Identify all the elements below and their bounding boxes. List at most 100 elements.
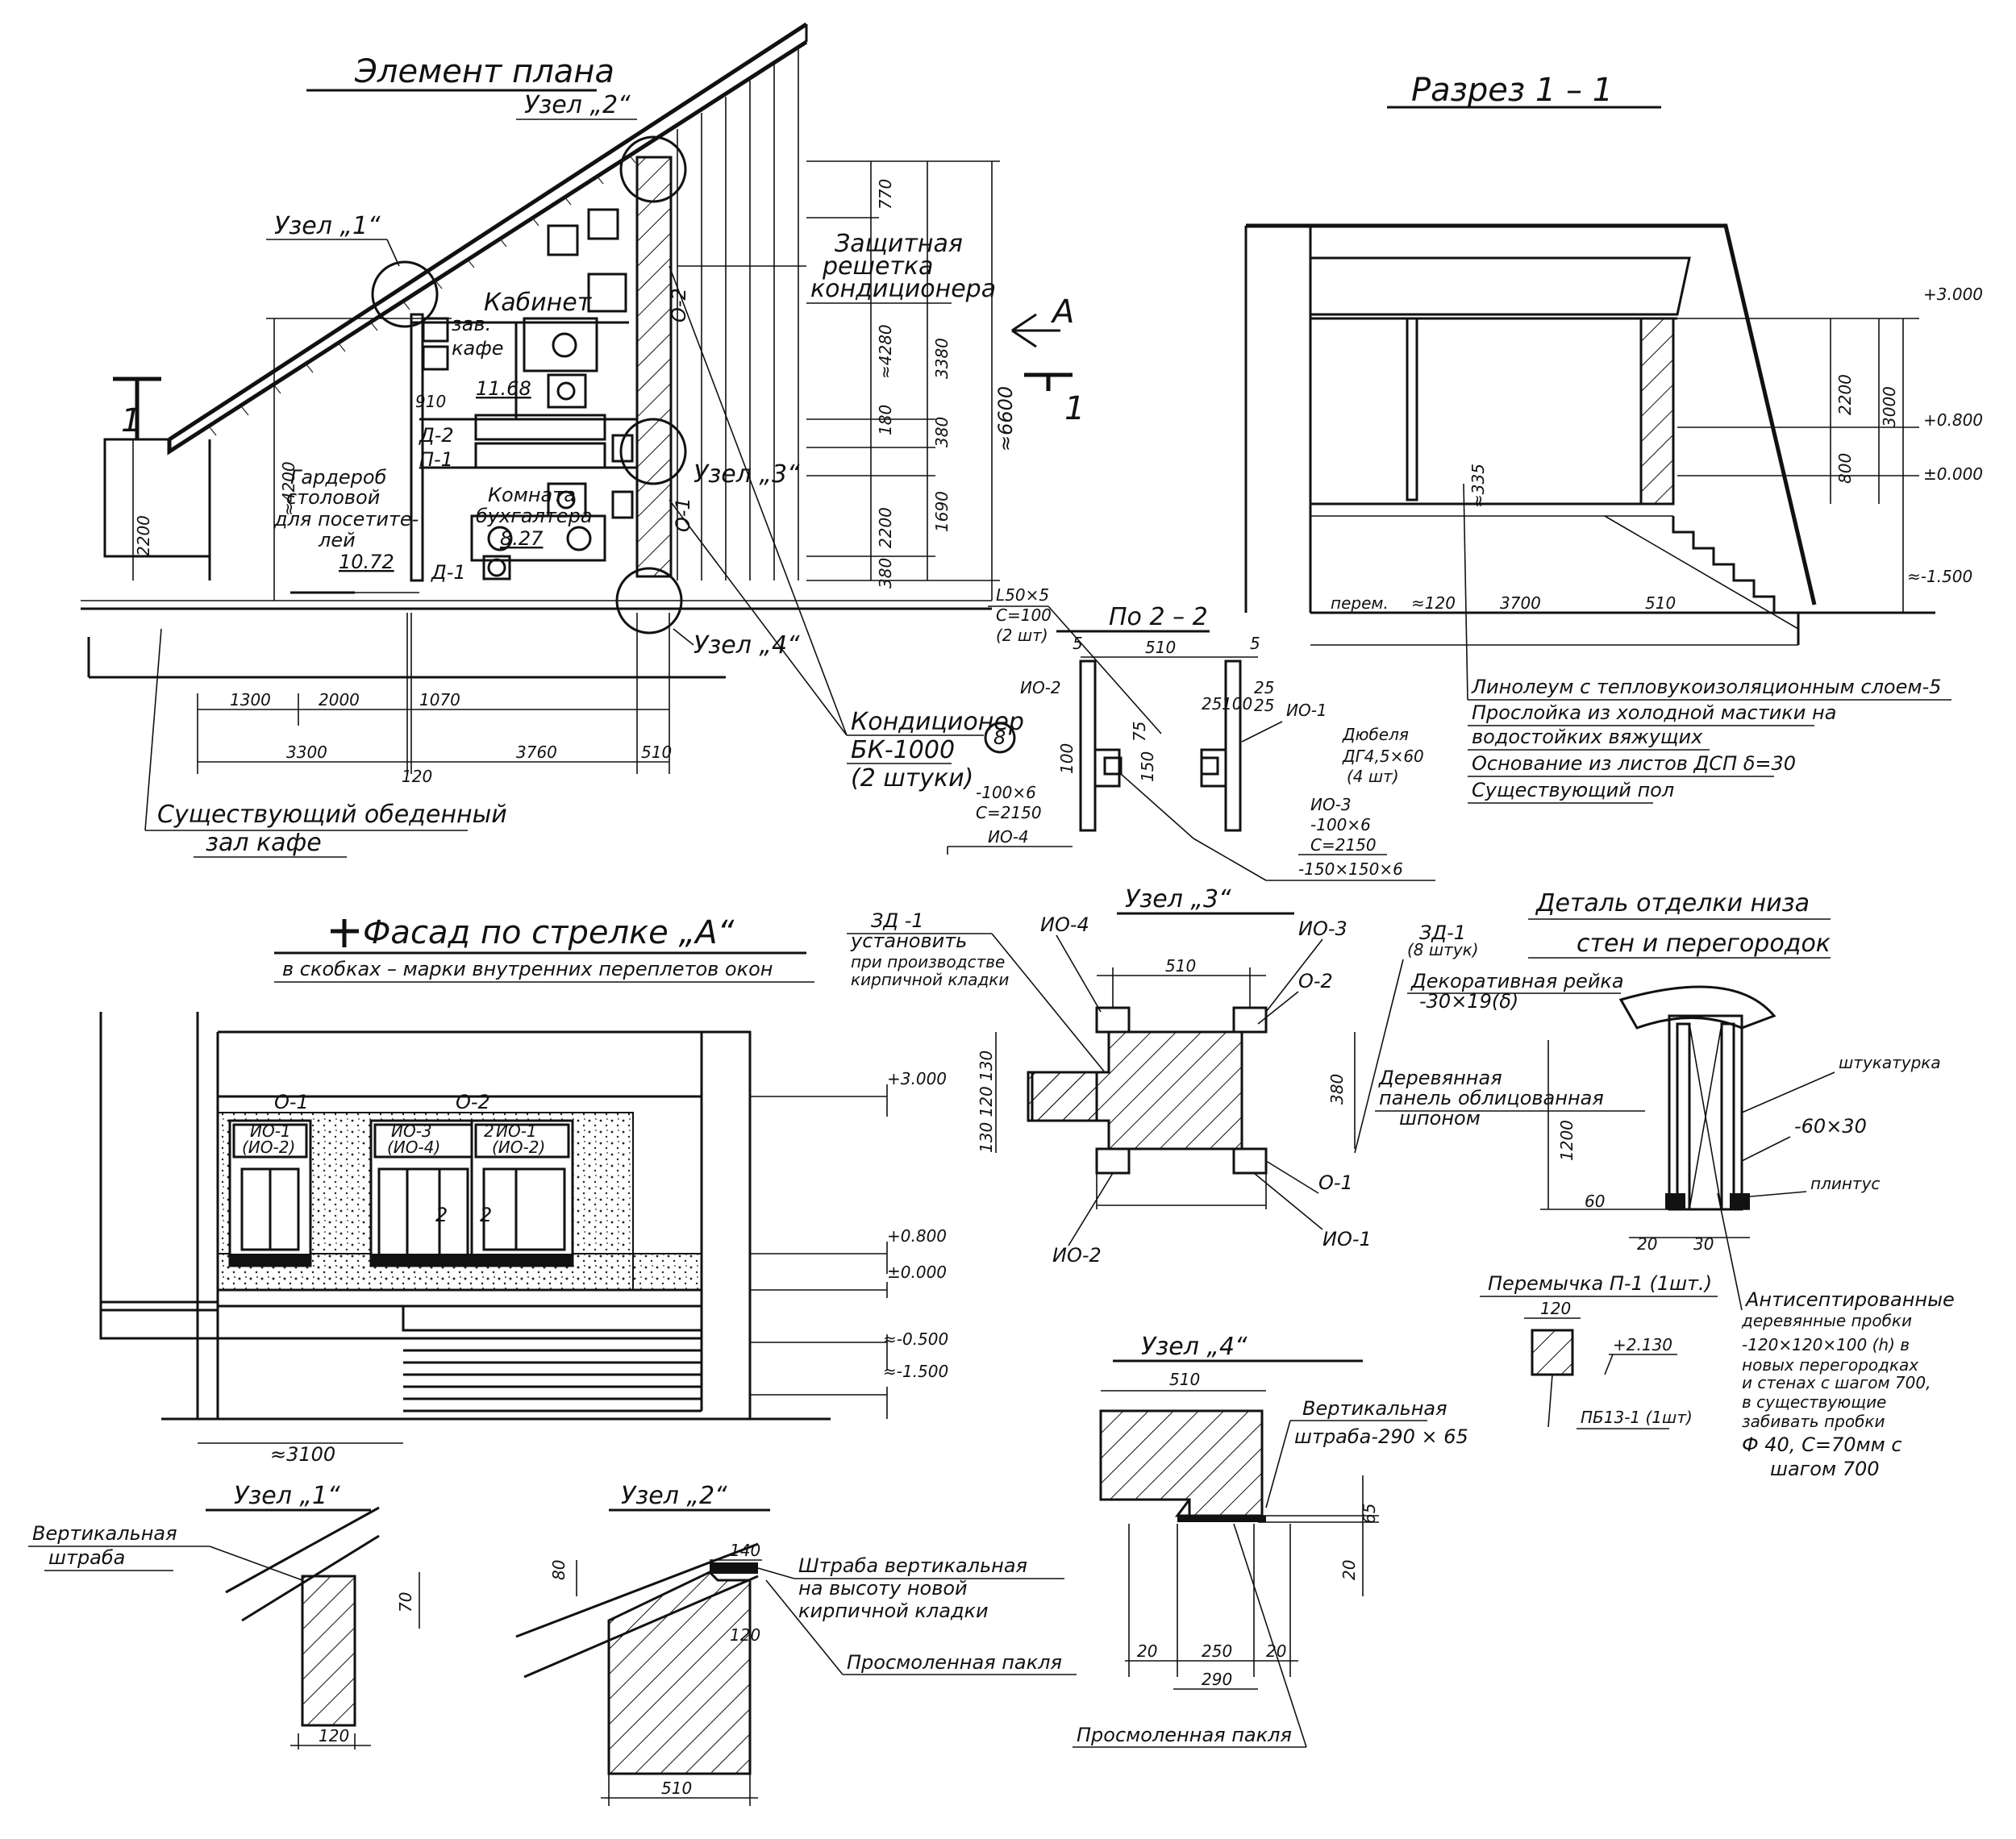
section-dim-3700: 3700 [1500, 593, 1541, 613]
dim-4280: ≈4280 [876, 324, 895, 379]
po22-dubel-2: ДГ4,5×60 [1342, 747, 1424, 766]
anti-note-2: деревянные пробки [1741, 1311, 1912, 1330]
peremychka-pb: ПБ13-1 (1шт) [1581, 1408, 1693, 1427]
po22-plate-2: С=2150 [976, 803, 1042, 822]
floor-note-3: водостойких вяжущих [1472, 726, 1703, 748]
detail-reika-1: Декоративная рейка [1410, 970, 1624, 992]
po22-io3: ИО-3 [1310, 795, 1352, 814]
uzel-3: Узел „3“ ЗД -1 установить при производст… [847, 885, 1372, 1267]
uzel2-w510: 510 [661, 1779, 692, 1798]
grille-label-3: кондиционера [810, 275, 996, 303]
room-kabinet-area: 11.68 [476, 377, 531, 400]
uzel3-io3: ИО-3 [1298, 917, 1347, 940]
uzel2-shtraba-2: на высоту новой [798, 1577, 968, 1600]
floor-note-4: Основание из листов ДСП δ=30 [1472, 752, 1796, 775]
aircon-mark-number: 8 [993, 726, 1006, 749]
room-garderob-2: столовой [286, 486, 380, 509]
uzel4-b250: 250 [1202, 1641, 1232, 1661]
po22-n100a: 100 [1222, 694, 1252, 714]
facade-subtitle: в скобках – марки внутренних переплетов … [282, 958, 773, 980]
anti-note-1: Антисептированные [1744, 1288, 1955, 1311]
po22-angle-2: С=100 [996, 605, 1052, 625]
dim-1690: 1690 [932, 491, 952, 532]
anti-note-9: шагом 700 [1770, 1458, 1880, 1480]
dim-h-3760: 3760 [516, 743, 557, 762]
detail-shtukaturka: штукатурка [1839, 1053, 1941, 1072]
uzel3-h380: 380 [1327, 1074, 1347, 1105]
po22-plate-5: -150×150×6 [1298, 859, 1403, 879]
uzel3-o1: О-1 [1318, 1171, 1353, 1194]
uzel4-shtraba-1: Вертикальная [1302, 1397, 1447, 1420]
room-kabinet: Кабинет [484, 289, 593, 317]
po22-dubel-3: (4 шт) [1347, 767, 1399, 786]
facade-mark-2b: 2 [480, 1204, 492, 1226]
uzel3-zd1: ЗД -1 [871, 909, 924, 932]
section-dim-2200: 2200 [1835, 374, 1855, 415]
uzel4-pakla: Просмоленная пакля [1077, 1724, 1292, 1746]
uzel3-io2: ИО-2 [1052, 1244, 1102, 1267]
dim-380b: 380 [876, 558, 895, 589]
grille-label-2: решетка [822, 252, 933, 281]
uzel-1: Узел „1“ Вертикальная штраба 70 120 [28, 1482, 420, 1750]
po22-n100b: 100 [1057, 743, 1077, 774]
uzel4-n20v: 20 [1339, 1560, 1359, 1580]
dim-h-3300: 3300 [286, 743, 327, 762]
uzel4-n65: 65 [1360, 1504, 1379, 1524]
detail-panel-2: панель облицованная [1379, 1087, 1604, 1109]
uzel3-title: Узел „3“ [1125, 885, 1231, 913]
existing-hall-2: зал кафе [206, 829, 322, 857]
section-2-2: По 2 – 2 L50×5 С=100 (2 шт) 510 5 5 25 2… [947, 585, 1435, 881]
po22-io2: ИО-2 [1020, 678, 1061, 697]
dim-4200: ≈4200 [279, 461, 298, 516]
room-garderob-4: лей [318, 529, 356, 551]
dim-2200-left: 2200 [134, 515, 153, 556]
po22-angle-3: (2 шт) [996, 626, 1048, 645]
facade-level-3000: +3.000 [887, 1069, 947, 1088]
floor-note-5: Существующий пол [1472, 779, 1674, 801]
floor-note-2: Прослойка из холодной мастики на [1472, 701, 1836, 724]
dim-h-1070: 1070 [419, 690, 460, 709]
dim-h-120: 120 [402, 767, 432, 786]
po22-n5a: 5 [1073, 634, 1083, 653]
anti-note-5: и стенах с шагом 700, [1742, 1373, 1931, 1392]
room-garderob-area: 10.72 [339, 551, 394, 573]
po22-n25a: 25 [1254, 678, 1274, 697]
uzel1-n120: 120 [319, 1726, 349, 1745]
po22-n150: 150 [1138, 751, 1157, 782]
room-zav: зав. [452, 313, 491, 335]
po22-n25b: 25 [1254, 696, 1274, 715]
po22-n75: 75 [1130, 722, 1149, 742]
facade-io3: ИО-3 [391, 1121, 432, 1141]
dim-h-2000: 2000 [319, 690, 360, 709]
anti-note-7: забивать пробки [1742, 1412, 1885, 1431]
anti-note-3: -120×120×100 (h) в [1742, 1335, 1910, 1354]
uzel4-b20b: 20 [1266, 1641, 1286, 1661]
po22-title: По 2 – 2 [1109, 603, 1208, 631]
facade-io4: (ИО-4) [387, 1138, 440, 1157]
uzel1-n70: 70 [396, 1592, 415, 1612]
section-level-3000: +3.000 [1923, 285, 1983, 304]
facade-io1b: ИО-1 [496, 1121, 537, 1141]
po22-io1: ИО-1 [1286, 701, 1327, 720]
door-d1: Д-1 [431, 561, 466, 584]
detail-h60: 60 [1585, 1192, 1605, 1211]
section-dim-120: ≈120 [1411, 593, 1456, 613]
plan-uzel1-label: Узел „1“ [274, 212, 381, 240]
uzel3-d190: 130 120 130 [977, 1051, 996, 1153]
uzel4-b290: 290 [1202, 1670, 1232, 1689]
detail-finish: Деталь отделки низа стен и перегородок З… [1354, 889, 1955, 1480]
plan-view: Элемент плана Узел „2“ [81, 22, 1085, 858]
po22-n25c: 25 [1202, 694, 1222, 714]
cut-mark-1-right: 1 [1064, 390, 1085, 427]
room-garderob-3: для посетите- [273, 508, 419, 530]
facade-title: Фасад по стрелке „А“ [363, 914, 735, 951]
dim-h-1300: 1300 [230, 690, 271, 709]
room-komnata-2: бухгалтера [476, 505, 593, 527]
dim-h-510: 510 [641, 743, 672, 762]
plan-910: 910 [415, 392, 446, 411]
facade-level-0800: +0.800 [887, 1226, 947, 1246]
facade-window-o1: О-1 [274, 1091, 309, 1113]
section-dim-3000: 3000 [1880, 386, 1899, 427]
aircon-label-1: Кондиционер [851, 708, 1024, 736]
